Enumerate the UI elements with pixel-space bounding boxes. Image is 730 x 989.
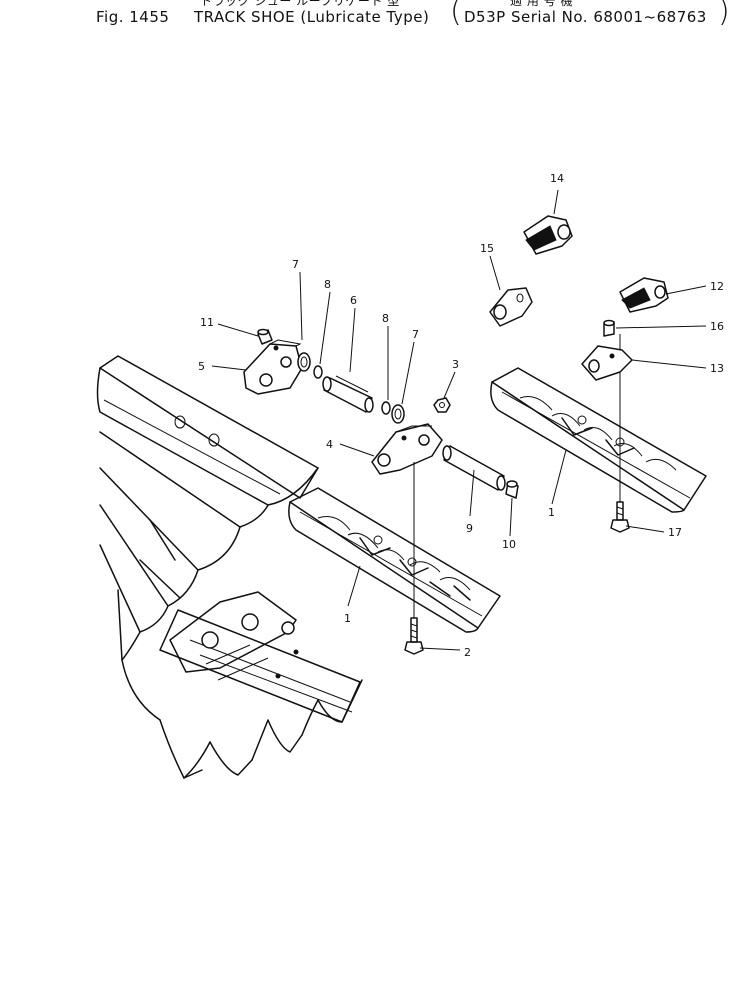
spacer-10 <box>505 480 519 499</box>
shoe-plate-center <box>288 487 501 633</box>
callout-1-right: 1 <box>548 506 555 519</box>
serial-range: D53P Serial No. 68001~68763 <box>464 8 707 26</box>
bolt-2 <box>404 617 424 655</box>
assembly-centerlines <box>413 334 621 618</box>
callout-12: 12 <box>710 280 724 293</box>
master-link-12 <box>619 277 669 313</box>
callout-8-right: 8 <box>382 312 389 325</box>
leader-lines <box>211 189 707 651</box>
japanese-title: トラック シュー ループリケート 型 <box>200 0 400 8</box>
callout-9: 9 <box>466 522 473 535</box>
callout-2: 2 <box>464 646 471 659</box>
bushing-9 <box>442 445 506 491</box>
callout-8-left: 8 <box>324 278 331 291</box>
callout-3: 3 <box>452 358 459 371</box>
shoe-plate-right <box>490 367 707 513</box>
callout-16: 16 <box>710 320 724 333</box>
link-5 <box>243 339 303 395</box>
callout-15: 15 <box>480 242 494 255</box>
left-parenthesis: ( <box>450 0 462 29</box>
japanese-applicable-label: 適 用 号 機 <box>510 0 573 8</box>
callout-10: 10 <box>502 538 516 551</box>
callout-6: 6 <box>350 294 357 307</box>
figure-number: Fig. 1455 <box>96 8 170 26</box>
link-4 <box>371 423 443 475</box>
callout-11: 11 <box>200 316 214 329</box>
right-parenthesis: ) <box>718 0 730 29</box>
figure-title: TRACK SHOE (Lubricate Type) <box>194 8 430 26</box>
callout-13: 13 <box>710 362 724 375</box>
callout-labels: 1 1 2 3 4 5 6 7 7 8 8 9 10 11 12 13 14 1… <box>198 172 724 659</box>
master-link-14 <box>523 215 573 255</box>
callout-14: 14 <box>550 172 564 185</box>
callout-7-left: 7 <box>292 258 299 271</box>
master-link-15 <box>489 287 533 327</box>
callout-5: 5 <box>198 360 205 373</box>
plug-11 <box>257 328 273 345</box>
nut-3 <box>433 397 451 413</box>
pin-and-seals <box>297 352 405 424</box>
bolt-17 <box>610 501 630 533</box>
callout-7-right: 7 <box>412 328 419 341</box>
master-link-13 <box>581 345 633 381</box>
plug-16 <box>603 319 615 337</box>
callout-4: 4 <box>326 438 333 451</box>
callout-17: 17 <box>668 526 682 539</box>
callout-1-center: 1 <box>344 612 351 625</box>
assembled-track-chain <box>96 355 363 779</box>
